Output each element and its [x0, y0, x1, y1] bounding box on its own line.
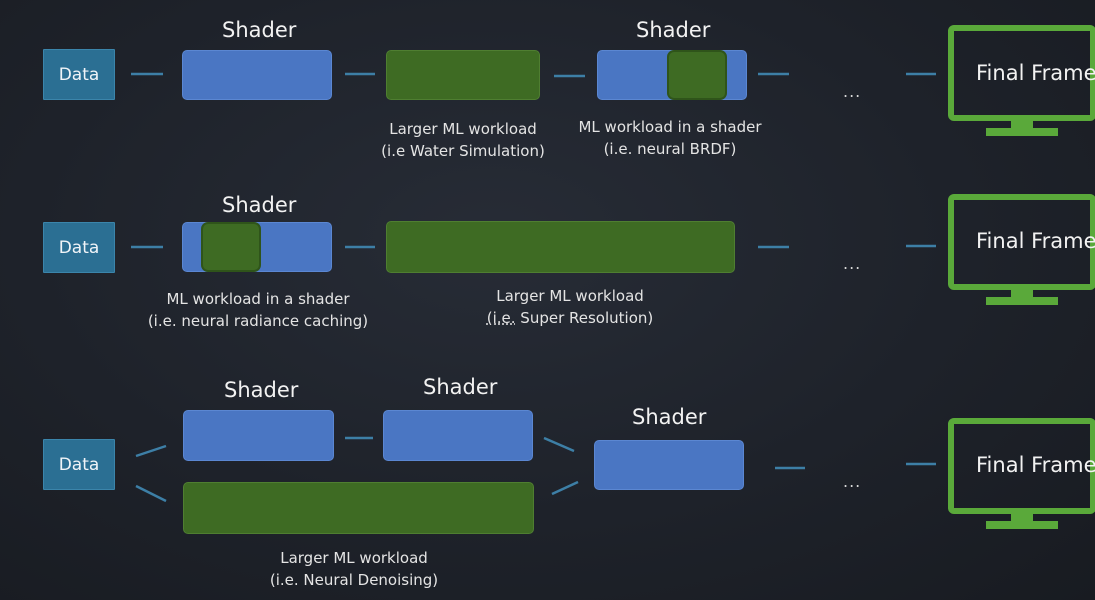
- ml-workload-caption: Larger ML workload (i.e. Neural Denoisin…: [269, 549, 439, 589]
- ml-workload-block: [386, 50, 540, 100]
- ml-workload-caption: Larger ML workload (i.e. Super Resolutio…: [486, 287, 654, 327]
- shader-block: [183, 410, 334, 461]
- ellipsis: ...: [843, 254, 862, 273]
- shader-heading: Shader: [636, 18, 711, 42]
- shader-block: [383, 410, 533, 461]
- shader-heading: Shader: [423, 375, 498, 399]
- data-label: Data: [58, 64, 100, 85]
- embedded-ml-workload: [667, 50, 727, 100]
- ml-workload-block: [386, 221, 735, 273]
- monitor-icon: [948, 25, 1095, 136]
- final-frame-label: Final Frame: [976, 229, 1095, 253]
- final-frame-label: Final Frame: [976, 61, 1095, 85]
- shader-heading: Shader: [224, 378, 299, 402]
- data-box: Data: [43, 222, 115, 273]
- connector: [135, 444, 167, 458]
- ml-in-shader-caption: ML workload in a shader (i.e. neural rad…: [147, 290, 369, 330]
- monitor-icon: [948, 194, 1095, 305]
- ml-workload-block: [183, 482, 534, 534]
- data-label: Data: [58, 237, 100, 258]
- final-frame-label: Final Frame: [976, 453, 1095, 477]
- connector: [135, 484, 167, 503]
- shader-block-with-ml: [597, 50, 747, 100]
- shader-block: [182, 50, 332, 100]
- embedded-ml-workload: [201, 222, 261, 272]
- monitor-icon: [948, 418, 1095, 529]
- connector: [543, 436, 575, 453]
- data-label: Data: [58, 454, 100, 475]
- ellipsis: ...: [843, 472, 862, 491]
- shader-block-with-ml: [182, 222, 332, 272]
- shader-heading: Shader: [632, 405, 707, 429]
- data-box: Data: [43, 49, 115, 100]
- ml-workload-caption: Larger ML workload (i.e Water Simulation…: [381, 120, 545, 160]
- shader-heading: Shader: [222, 193, 297, 217]
- ellipsis: ...: [843, 82, 862, 101]
- ml-in-shader-caption: ML workload in a shader (i.e. neural BRD…: [578, 118, 762, 158]
- connector: [551, 480, 579, 496]
- shader-heading: Shader: [222, 18, 297, 42]
- data-box: Data: [43, 439, 115, 490]
- shader-block: [594, 440, 744, 490]
